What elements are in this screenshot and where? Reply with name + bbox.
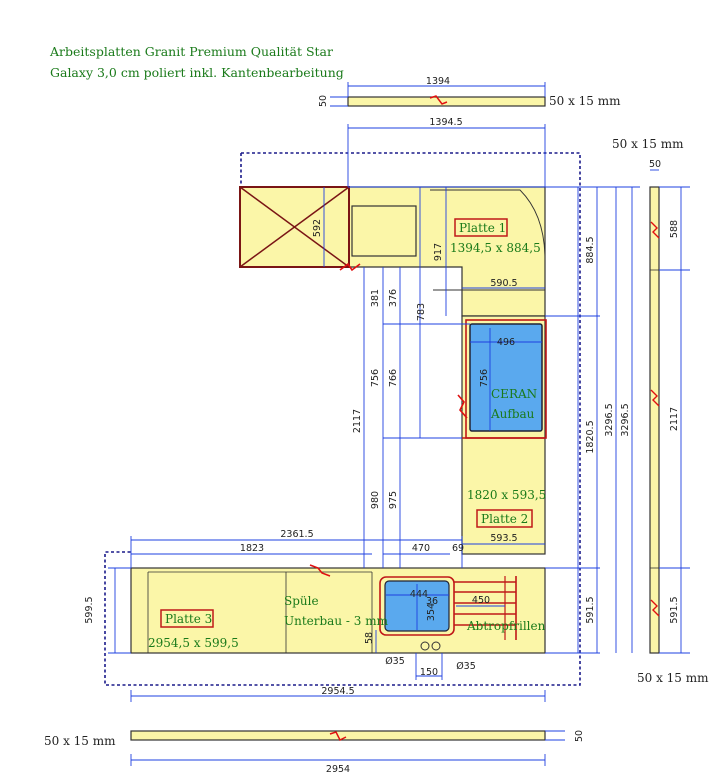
title-line-2: Galaxy 3,0 cm poliert inkl. Kantenbearbe…	[50, 65, 344, 80]
plate-2	[461, 315, 547, 555]
dim-2361-5: 2361.5	[280, 529, 313, 540]
dim-3296-5-b: 3296.5	[620, 403, 631, 436]
dim-right-strip-591-5: 591.5	[669, 596, 680, 623]
strip-label-bottom: 50 x 15 mm	[44, 734, 116, 748]
dim-right-strip-2117: 2117	[669, 407, 680, 431]
plate-1-name: Platte 1	[459, 221, 506, 235]
dim-36: 36	[426, 596, 438, 607]
dim-590-5: 590.5	[490, 278, 517, 289]
dim-69: 69	[452, 543, 464, 554]
ceran-cooktop	[469, 323, 543, 432]
dim-right-strip-width: 50	[649, 159, 661, 170]
dim-drill-35-a: Ø35	[385, 656, 405, 667]
right-strip: 50 588 2117 591.5	[649, 159, 690, 654]
dim-150: 150	[420, 667, 438, 678]
plate-2-name: Platte 2	[481, 512, 528, 526]
title-line-1: Arbeitsplatten Granit Premium Qualität S…	[49, 44, 333, 59]
dim-drill-35-b: Ø35	[456, 661, 476, 672]
drain-grooves-label: Abtropfrillen	[466, 619, 546, 633]
dim-2954-5: 2954.5	[321, 686, 354, 697]
dim-593-5: 593.5	[490, 533, 517, 544]
dim-58: 58	[364, 632, 375, 644]
dim-plate-1-width: 1394.5	[429, 117, 462, 128]
dim-756: 756	[370, 369, 381, 387]
strip-label-right: 50 x 15 mm	[612, 137, 684, 151]
dim-496: 496	[497, 337, 515, 348]
plate-3-size: 2954,5 x 599,5	[148, 636, 239, 650]
dim-3296-5-a: 3296.5	[604, 403, 615, 436]
top-strip: 1394 50 50 x 15 mm	[318, 76, 621, 108]
dim-756-ceran: 756	[479, 369, 490, 387]
dim-bottom-strip-length: 2954	[326, 764, 350, 775]
plate-2-size: 1820 x 593,5	[467, 488, 546, 502]
dim-1820-5: 1820.5	[585, 420, 596, 453]
dim-top-strip-height: 50	[318, 95, 329, 107]
dim-975: 975	[388, 491, 399, 509]
dim-top-strip-length: 1394	[426, 76, 450, 87]
strip-label-right-bottom: 50 x 15 mm	[637, 671, 709, 685]
dim-917: 917	[433, 243, 444, 261]
dim-980: 980	[370, 491, 381, 509]
break-marks	[309, 262, 468, 577]
dim-right-strip-588: 588	[669, 220, 680, 238]
plate-1-size: 1394,5 x 884,5	[450, 241, 541, 255]
dim-444: 444	[410, 589, 428, 600]
ceran-label-1: CERAN	[491, 387, 537, 401]
dim-381: 381	[370, 289, 381, 307]
dim-783: 783	[416, 303, 427, 321]
sink-label-2: Unterbau - 3 mm	[284, 614, 389, 628]
dim-591-5: 591.5	[585, 596, 596, 623]
dim-766: 766	[388, 369, 399, 387]
dim-354: 354	[426, 603, 437, 621]
dim-1823: 1823	[240, 543, 264, 554]
dim-592: 592	[312, 219, 323, 237]
strip-label-top: 50 x 15 mm	[549, 94, 621, 108]
dim-376: 376	[388, 289, 399, 307]
bottom-strip: 2954 50 50 x 15 mm	[44, 730, 585, 775]
dim-2117: 2117	[352, 409, 363, 433]
dim-884-5: 884.5	[585, 236, 596, 263]
ceran-label-2: Aufbau	[490, 407, 535, 421]
dimension-lines	[108, 124, 640, 702]
dim-599-5: 599.5	[84, 596, 95, 623]
dim-bottom-strip-height: 50	[574, 730, 585, 742]
dim-450: 450	[472, 595, 490, 606]
dim-470: 470	[412, 543, 430, 554]
plate-3-name: Platte 3	[165, 612, 212, 626]
sink-label-1: Spüle	[284, 594, 319, 608]
